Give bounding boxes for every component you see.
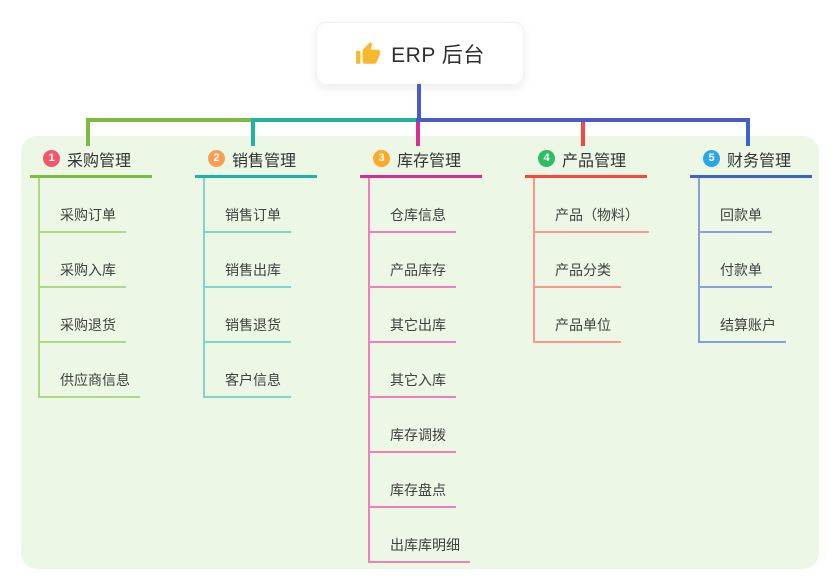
branch-children: 产品（物料） 产品分类产品单位: [533, 178, 649, 343]
child-node[interactable]: 付款单: [700, 233, 772, 288]
child-node[interactable]: 其它入库: [370, 343, 456, 398]
child-label: 产品分类: [555, 262, 611, 278]
thumbs-up-icon: [356, 41, 381, 64]
branch-drop-line: [416, 122, 420, 146]
branch-children: 回款单付款单结算账户: [698, 178, 786, 343]
child-node[interactable]: 产品（物料）: [535, 178, 649, 233]
child-label: 付款单: [720, 262, 762, 278]
branch-header[interactable]: 4 产品管理: [525, 146, 647, 178]
child-node[interactable]: 采购订单: [40, 178, 126, 233]
child-node[interactable]: 产品库存: [370, 233, 456, 288]
child-label: 产品（物料）: [555, 207, 639, 223]
branch-label: 产品管理: [562, 152, 627, 170]
child-node[interactable]: 供应商信息: [40, 343, 140, 398]
child-label: 产品单位: [555, 317, 611, 333]
child-label: 其它入库: [390, 372, 446, 388]
branch-number-badge: 2: [208, 150, 225, 167]
branch-children: 采购订单采购入库采购退货供应商信息: [38, 178, 140, 398]
bus-segment-line: [251, 118, 420, 122]
branch-header[interactable]: 3 库存管理: [360, 146, 482, 178]
branch-number-badge: 4: [538, 150, 555, 167]
child-node[interactable]: 库存调拨: [370, 398, 456, 453]
root-stem-line: [417, 84, 421, 118]
bus-segment-line: [416, 118, 750, 122]
child-label: 产品库存: [390, 262, 446, 278]
child-node[interactable]: 出库库明细: [370, 508, 470, 563]
child-node[interactable]: 回款单: [700, 178, 772, 233]
child-node[interactable]: 销售出库: [205, 233, 291, 288]
branch-label: 销售管理: [232, 152, 297, 170]
child-node[interactable]: 结算账户: [700, 288, 786, 343]
branch-drop-line: [251, 122, 255, 146]
bus-segment-line: [86, 118, 255, 122]
child-label: 结算账户: [720, 317, 776, 333]
branch-header[interactable]: 2 销售管理: [195, 146, 317, 178]
child-label: 库存盘点: [390, 482, 446, 498]
child-label: 仓库信息: [390, 207, 446, 223]
child-label: 销售订单: [225, 207, 281, 223]
branch-number-badge: 1: [43, 150, 60, 167]
child-label: 采购入库: [60, 262, 116, 278]
child-label: 回款单: [720, 207, 762, 223]
child-label: 销售出库: [225, 262, 281, 278]
branch-drop-line: [86, 122, 90, 146]
child-node[interactable]: 库存盘点: [370, 453, 456, 508]
child-node[interactable]: 仓库信息: [370, 178, 456, 233]
child-node[interactable]: 销售订单: [205, 178, 291, 233]
branch-label: 财务管理: [727, 152, 792, 170]
branch-number-badge: 5: [703, 150, 720, 167]
child-label: 采购订单: [60, 207, 116, 223]
mindmap-background-panel: [21, 136, 819, 569]
child-label: 其它出库: [390, 317, 446, 333]
branch-children: 仓库信息产品库存其它出库其它入库库存调拨库存盘点出库库明细: [368, 178, 470, 563]
child-node[interactable]: 客户信息: [205, 343, 291, 398]
branch-children: 销售订单销售出库销售退货客户信息: [203, 178, 291, 398]
branch-number-badge: 3: [373, 150, 390, 167]
child-node[interactable]: 其它出库: [370, 288, 456, 343]
child-label: 库存调拨: [390, 427, 446, 443]
branch-drop-line: [581, 122, 585, 146]
branch-label: 采购管理: [67, 152, 132, 170]
child-node[interactable]: 采购退货: [40, 288, 126, 343]
child-node[interactable]: 产品单位: [535, 288, 621, 343]
branch-header[interactable]: 5 财务管理: [690, 146, 812, 178]
child-label: 客户信息: [225, 372, 281, 388]
child-node[interactable]: 采购入库: [40, 233, 126, 288]
root-node[interactable]: ERP 后台: [316, 22, 524, 85]
child-node[interactable]: 销售退货: [205, 288, 291, 343]
branch-drop-line: [746, 122, 750, 146]
child-node[interactable]: 产品分类: [535, 233, 621, 288]
branch-label: 库存管理: [397, 152, 462, 170]
child-label: 采购退货: [60, 317, 116, 333]
root-title: ERP 后台: [391, 43, 485, 67]
child-label: 销售退货: [225, 317, 281, 333]
branch-header[interactable]: 1 采购管理: [30, 146, 152, 178]
child-label: 出库库明细: [390, 537, 460, 553]
child-label: 供应商信息: [60, 372, 130, 388]
